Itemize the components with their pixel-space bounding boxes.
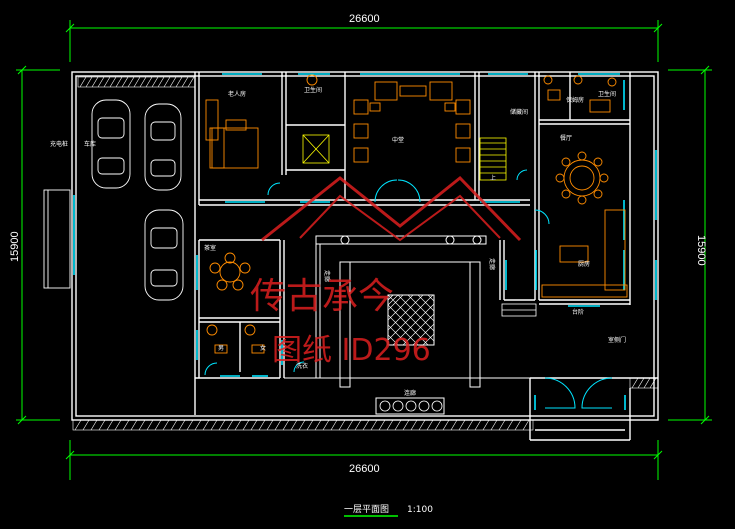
room-label-side-door: 室侧门 (608, 336, 626, 344)
room-label-dining: 餐厅 (560, 134, 572, 142)
watermark-line1: 传古承今 (250, 276, 394, 317)
dimension-top-label: 26600 (349, 13, 380, 25)
room-label-bathroom-2: 卫生间 (598, 90, 616, 98)
room-label-toilet-f: 女 (260, 344, 266, 352)
watermark-roof-icon (261, 175, 522, 242)
room-labels: 老人房 卫生间 中堂 储藏间 保姆房 卫生间 餐厅 厨房 茶室 男 女 洗衣 走… (50, 86, 626, 397)
dimension-bottom-label: 26600 (349, 463, 380, 475)
room-label-washroom: 洗衣 (296, 362, 308, 370)
courtyard (284, 235, 530, 415)
dimension-left-label: 15900 (9, 231, 21, 262)
garage-cars (43, 99, 184, 301)
room-label-garage: 车库 (84, 140, 96, 148)
room-label-corridor-south: 连廊 (404, 389, 416, 397)
room-label-tea-room: 茶室 (204, 244, 216, 252)
room-label-living-hall: 中堂 (392, 136, 404, 144)
room-label-corridor-east: 走廊 (488, 258, 496, 270)
watermark: 传古承今 图纸 ID296 (250, 175, 522, 368)
drawing-title: 一层平面图 (344, 504, 389, 515)
room-label-stair-up: 上 (490, 174, 496, 182)
watermark-line2: 图纸 ID296 (272, 333, 431, 368)
court-details (379, 303, 537, 412)
interior-walls (194, 72, 658, 441)
room-label-corridor-west: 走廊 (323, 270, 331, 282)
courtyard-lattice (387, 294, 435, 346)
room-label-nanny-room: 保姆房 (566, 96, 584, 104)
stairs (302, 134, 507, 181)
doors (204, 169, 613, 409)
room-label-storage: 储藏间 (510, 108, 528, 116)
drawing-scale: 1:100 (407, 505, 433, 515)
hatch-bands (72, 76, 659, 431)
room-label-bathroom-1: 卫生间 (304, 86, 322, 94)
furniture (205, 74, 628, 354)
dimension-right-label: 15900 (695, 235, 707, 266)
room-label-steps: 台阶 (572, 308, 584, 316)
windows (73, 73, 657, 410)
room-label-charging: 充电桩 (50, 140, 68, 148)
room-label-kitchen: 厨房 (578, 260, 590, 268)
room-label-toilet-m: 男 (218, 345, 224, 352)
room-label-master-bedroom: 老人房 (228, 90, 246, 98)
dimension-lines (16, 20, 712, 480)
